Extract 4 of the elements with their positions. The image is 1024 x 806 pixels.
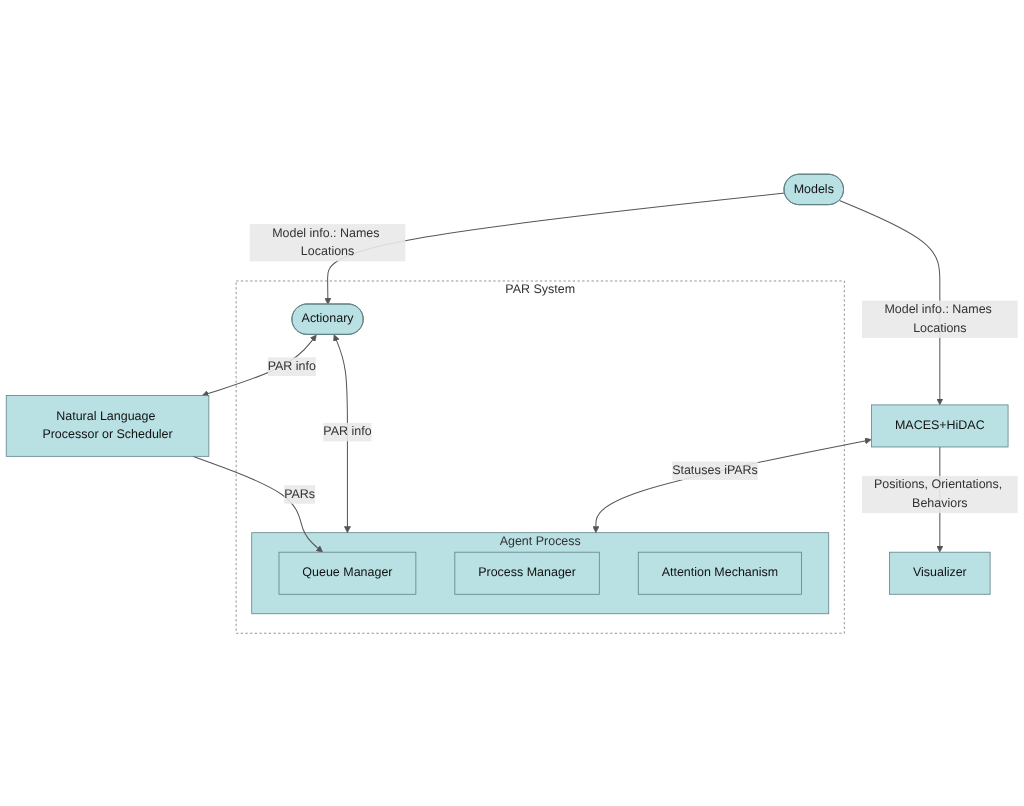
arrow	[592, 436, 872, 533]
arrow	[333, 333, 351, 533]
arrow	[192, 455, 323, 552]
arrow	[201, 333, 317, 397]
